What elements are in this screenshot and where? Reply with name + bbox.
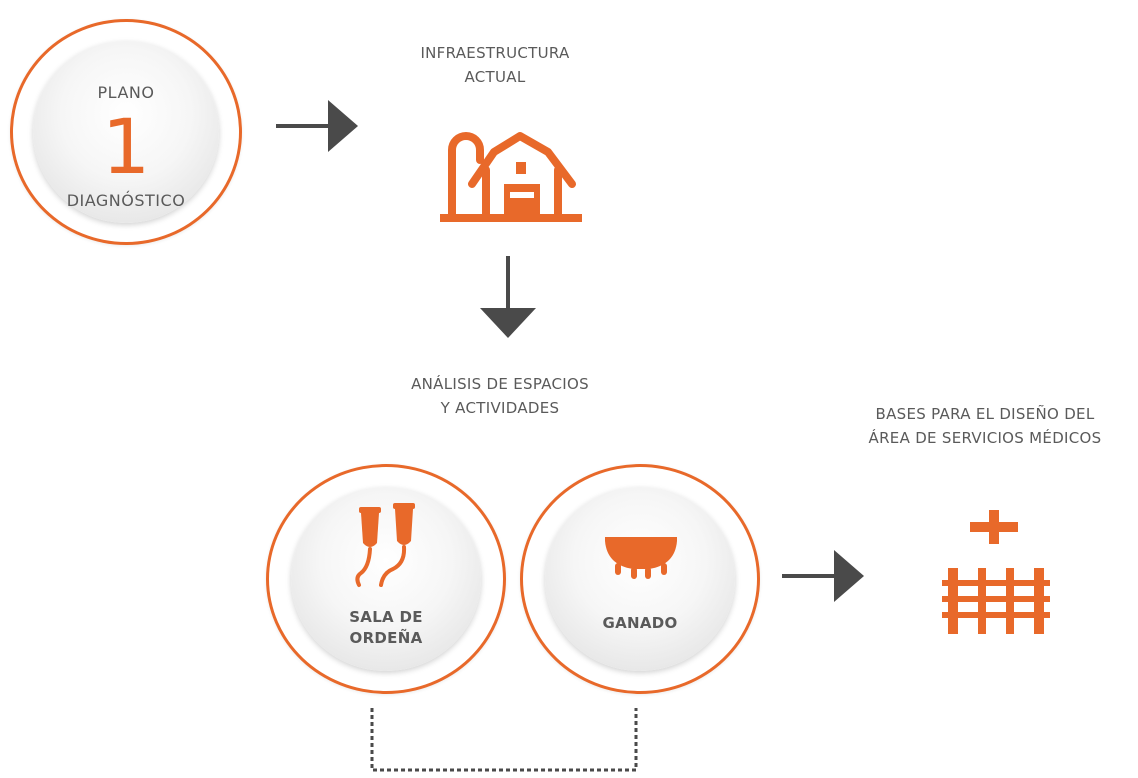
milking-parlor-circle: SALA DE ORDEÑA [266, 464, 506, 694]
infra-caption: INFRAESTRUCTURA ACTUAL [370, 41, 620, 89]
milking-label: SALA DE ORDEÑA [291, 607, 481, 649]
bases-caption-line1: BASES PARA EL DISEÑO DEL [875, 405, 1095, 423]
barn-silo-icon [440, 132, 582, 222]
bases-caption: BASES PARA EL DISEÑO DEL ÁREA DE SERVICI… [832, 402, 1138, 450]
dashed-connector [370, 708, 638, 772]
fence-icon [942, 568, 1050, 634]
analysis-caption-line2: Y ACTIVIDADES [440, 399, 560, 417]
milking-inner-disc: SALA DE ORDEÑA [291, 487, 481, 671]
analysis-caption-line1: ANÁLISIS DE ESPACIOS [411, 375, 589, 393]
milking-label-line1: SALA DE [349, 608, 423, 626]
cattle-circle: GANADO [520, 464, 760, 694]
infra-caption-line2: ACTUAL [464, 68, 526, 86]
medical-cross-icon [970, 510, 1018, 544]
plan-circle: PLANO 1 DIAGNÓSTICO [10, 19, 242, 245]
infra-caption-line1: INFRAESTRUCTURA [420, 44, 570, 62]
bases-caption-line2: ÁREA DE SERVICIOS MÉDICOS [868, 429, 1102, 447]
plan-inner-disc: PLANO 1 DIAGNÓSTICO [33, 41, 219, 223]
arrow-right-icon [782, 550, 864, 602]
cattle-label: GANADO [602, 614, 678, 632]
plan-number: 1 [101, 102, 151, 191]
plan-label-top: PLANO [97, 83, 155, 102]
analysis-caption: ANÁLISIS DE ESPACIOS Y ACTIVIDADES [350, 372, 650, 420]
plan-label-bottom: DIAGNÓSTICO [66, 191, 186, 210]
udder-icon [605, 537, 677, 579]
arrow-down-icon [480, 256, 536, 338]
arrow-right-icon [276, 100, 358, 152]
cattle-inner-disc: GANADO [545, 487, 735, 671]
milking-label-line2: ORDEÑA [349, 629, 423, 647]
milking-cups-icon [355, 503, 415, 587]
